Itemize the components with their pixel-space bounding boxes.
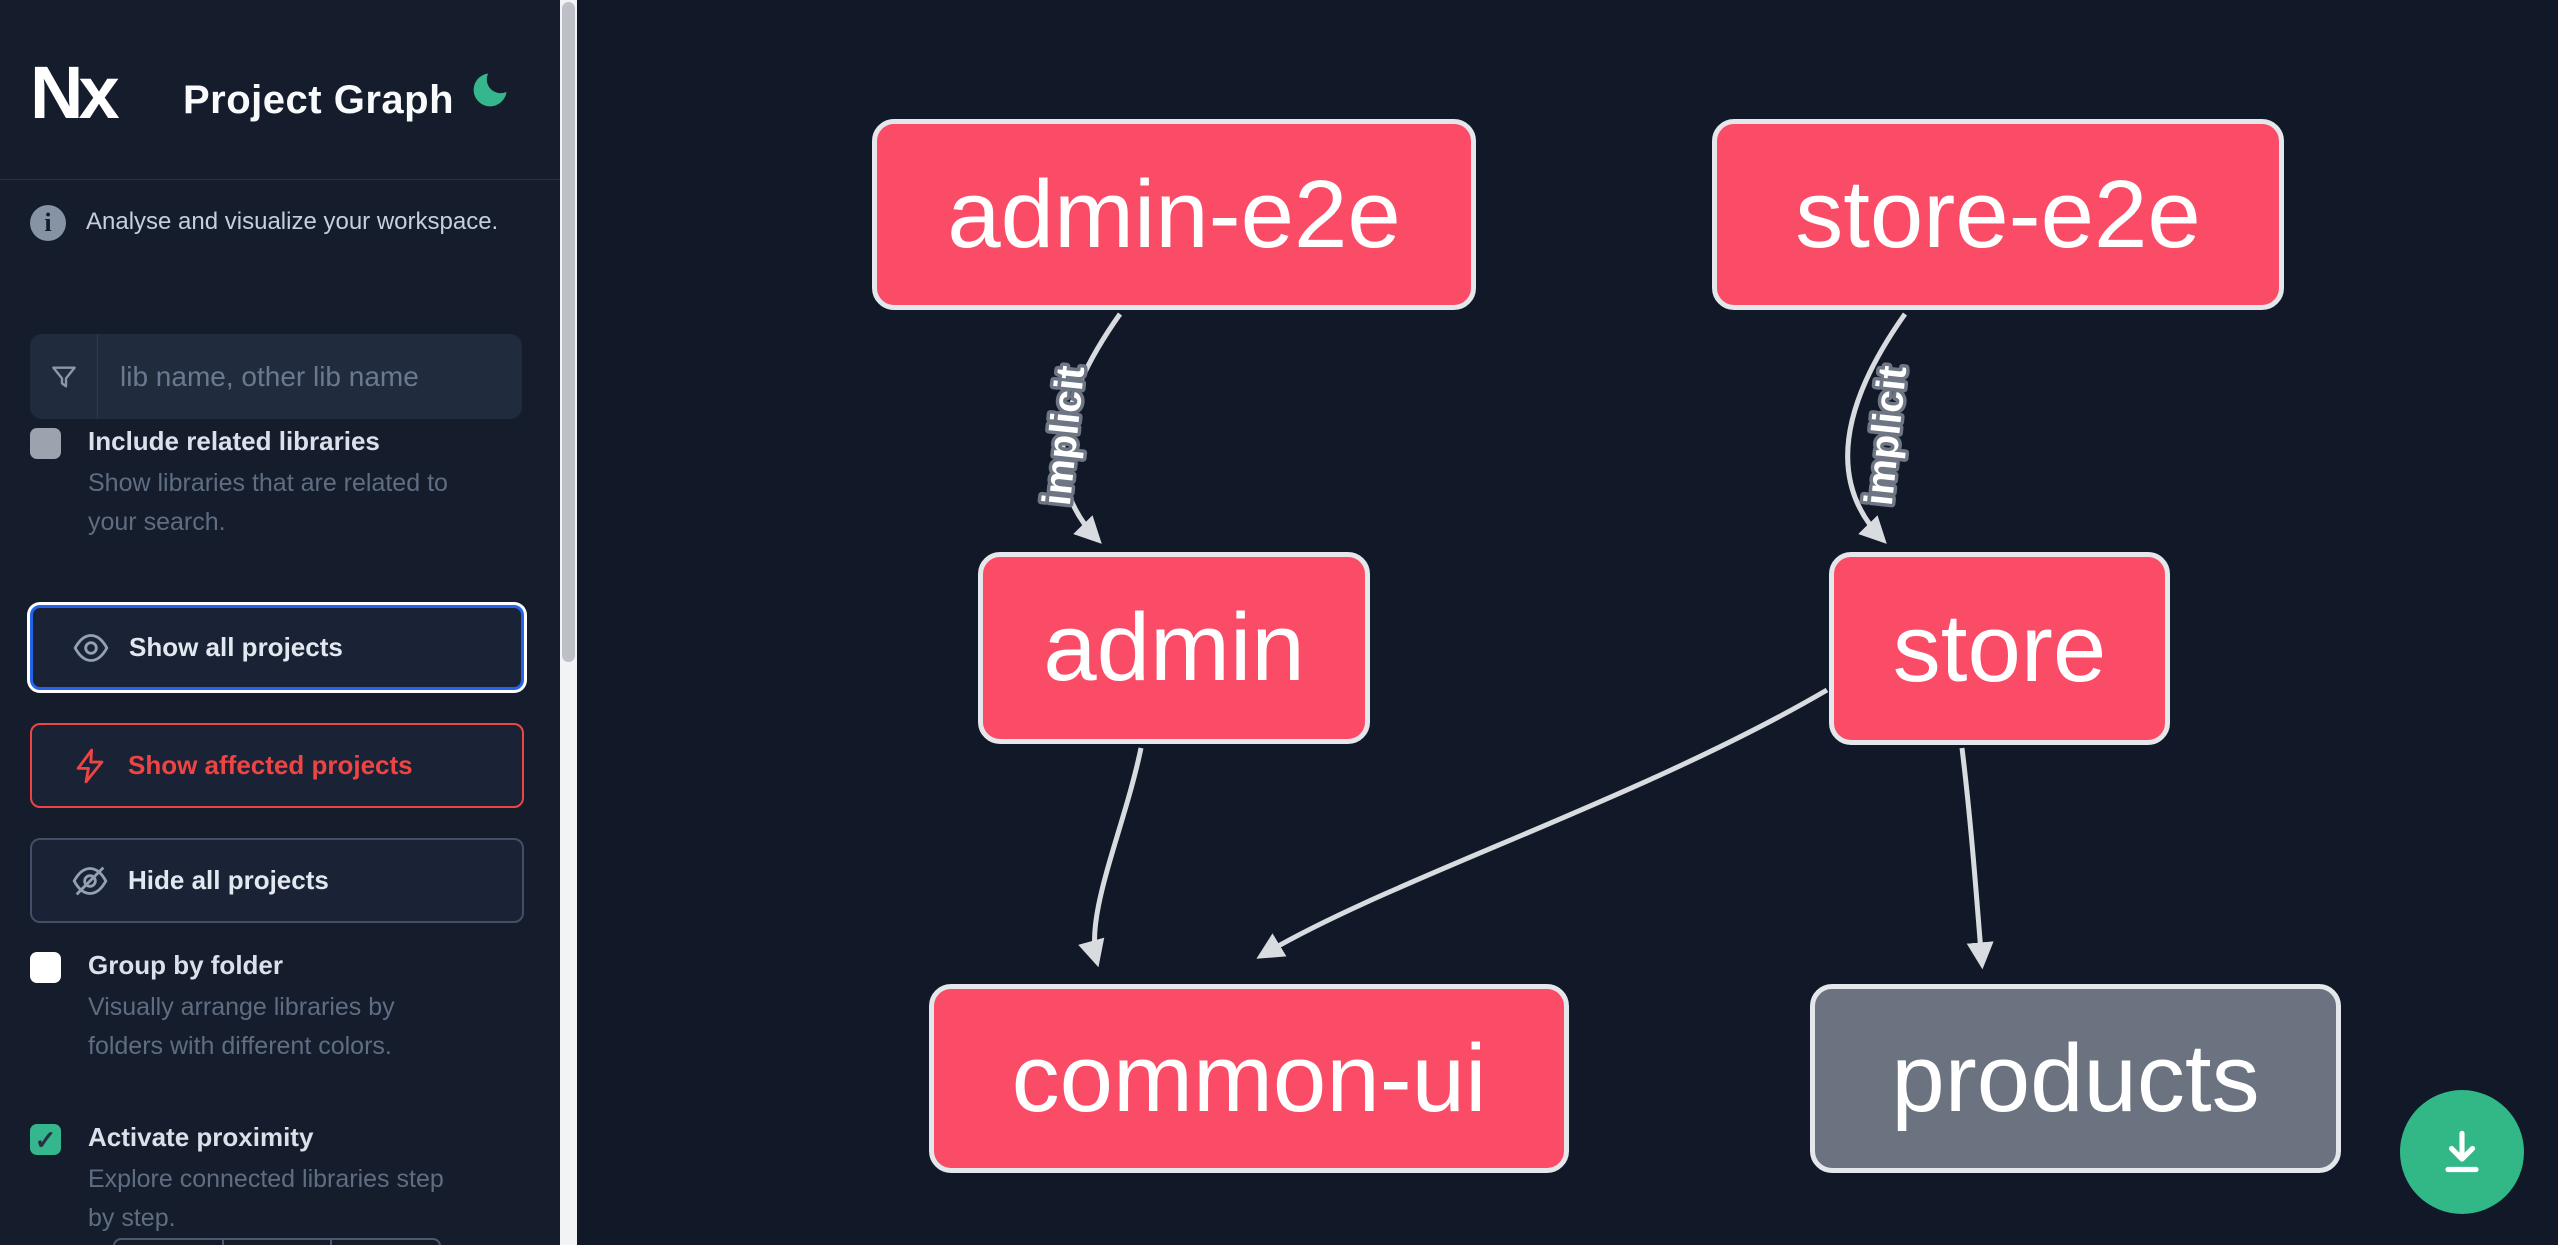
- project-graph-canvas[interactable]: implicit implicit admin-e2e store-e2e ad…: [577, 0, 2558, 1245]
- download-icon: [2445, 1130, 2479, 1173]
- edge-store-to-products: [1959, 747, 1994, 970]
- node-label: admin-e2e: [947, 160, 1401, 268]
- workspace-tagline-row: i Analyse and visualize your workspace.: [30, 205, 530, 245]
- group-by-folder-description: Visually arrange libraries by folders wi…: [88, 993, 395, 1060]
- graph-node-admin[interactable]: admin: [978, 552, 1370, 744]
- moon-icon: [473, 73, 507, 107]
- show-all-projects-button[interactable]: Show all projects: [30, 605, 524, 690]
- sidebar-scrollbar-thumb[interactable]: [562, 2, 575, 662]
- eye-icon: [71, 628, 111, 668]
- show-affected-projects-button[interactable]: Show affected projects: [30, 723, 524, 808]
- node-label: products: [1891, 1024, 2260, 1132]
- group-by-folder-checkbox[interactable]: [30, 952, 61, 983]
- edge-label-implicit: implicit: [1035, 364, 1093, 508]
- edge-admin-to-common-ui: [1078, 747, 1144, 968]
- include-related-label: Include related libraries: [88, 426, 380, 456]
- sidebar-header: Nx Project Graph: [0, 0, 560, 180]
- nx-logo: Nx: [30, 51, 120, 134]
- stepper-segment[interactable]: [115, 1240, 224, 1245]
- node-label: store-e2e: [1795, 160, 2201, 268]
- graph-node-common-ui[interactable]: common-ui: [929, 984, 1569, 1173]
- download-image-button[interactable]: [2400, 1090, 2524, 1214]
- search-box: [30, 334, 522, 419]
- info-icon: i: [30, 205, 66, 241]
- graph-node-products[interactable]: products: [1810, 984, 2341, 1173]
- filter-icon: [30, 334, 98, 419]
- graph-node-store-e2e[interactable]: store-e2e: [1712, 119, 2284, 310]
- graph-edges-layer: implicit implicit: [1031, 312, 1994, 970]
- node-label: admin: [1043, 594, 1305, 701]
- hide-all-projects-label: Hide all projects: [128, 865, 329, 895]
- show-all-projects-label: Show all projects: [129, 632, 343, 662]
- include-related-description: Show libraries that are related to your …: [88, 469, 448, 536]
- graph-node-store[interactable]: store: [1829, 552, 2170, 745]
- stepper-segment[interactable]: [224, 1240, 333, 1245]
- activate-proximity-checkbox[interactable]: ✓: [30, 1124, 61, 1155]
- show-affected-projects-label: Show affected projects: [128, 750, 413, 780]
- checkmark-icon: ✓: [34, 1124, 57, 1155]
- group-by-folder-label: Group by folder: [88, 950, 283, 980]
- workspace-tagline: Analyse and visualize your workspace.: [86, 208, 499, 235]
- lightning-icon: [70, 747, 110, 785]
- activate-proximity-description: Explore connected libraries step by step…: [88, 1165, 444, 1232]
- edge-store-to-common-ui: [1256, 687, 1829, 959]
- page-title: Project Graph: [183, 78, 455, 122]
- proximity-depth-stepper[interactable]: [113, 1238, 441, 1245]
- hide-all-projects-button[interactable]: Hide all projects: [30, 838, 524, 923]
- activate-proximity-label: Activate proximity: [88, 1122, 314, 1152]
- eye-off-icon: [70, 861, 110, 901]
- sidebar: Nx Project Graph i Analyse and visualize…: [0, 0, 560, 1245]
- theme-toggle-button[interactable]: [468, 68, 512, 112]
- search-input[interactable]: [98, 334, 522, 419]
- include-related-checkbox[interactable]: [30, 428, 61, 459]
- edge-store-e2e-to-store: [1845, 312, 1908, 544]
- node-label: store: [1892, 594, 2107, 702]
- node-label: common-ui: [1011, 1024, 1487, 1132]
- edge-admin-e2e-to-admin: [1060, 312, 1123, 544]
- graph-node-admin-e2e[interactable]: admin-e2e: [872, 119, 1476, 310]
- stepper-segment[interactable]: [332, 1240, 439, 1245]
